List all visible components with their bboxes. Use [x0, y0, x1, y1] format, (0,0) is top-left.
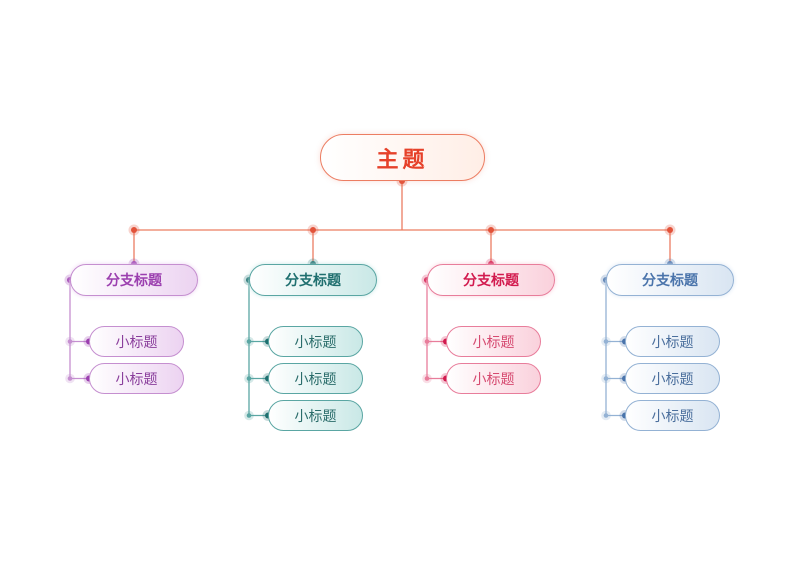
spine-tick-dot	[67, 376, 73, 381]
subtopic[interactable]: 小标题	[89, 326, 184, 357]
subtopic-label: 小标题	[651, 408, 694, 425]
subtopic[interactable]: 小标题	[446, 363, 541, 394]
subtopic-label: 小标题	[294, 371, 337, 388]
bus-junction-dot	[667, 227, 673, 233]
branch-topic[interactable]: 分支标题	[249, 264, 377, 296]
root-topic[interactable]: 主题	[320, 134, 485, 181]
subtopic[interactable]: 小标题	[268, 326, 363, 357]
branch-topic[interactable]: 分支标题	[427, 264, 555, 296]
spine-tick-dot	[424, 376, 430, 381]
branch-topic[interactable]: 分支标题	[70, 264, 198, 296]
subtopic[interactable]: 小标题	[625, 400, 720, 431]
spine-tick-dot	[246, 376, 252, 381]
subtopic[interactable]: 小标题	[268, 363, 363, 394]
spine-tick-dot	[603, 376, 609, 381]
spine-tick-dot	[603, 339, 609, 344]
subtopic-label: 小标题	[472, 371, 515, 388]
branch-topic[interactable]: 分支标题	[606, 264, 734, 296]
subtopic[interactable]: 小标题	[625, 363, 720, 394]
root-topic-label: 主题	[376, 147, 429, 173]
subtopic[interactable]: 小标题	[446, 326, 541, 357]
subtopic-label: 小标题	[294, 408, 337, 425]
spine-tick-dot	[603, 413, 609, 418]
subtopic-label: 小标题	[115, 334, 158, 351]
branch-topic-label: 分支标题	[642, 273, 698, 289]
bus-junction-dot	[488, 227, 494, 233]
spine-tick-dot	[67, 339, 73, 344]
subtopic-label: 小标题	[472, 334, 515, 351]
spine-tick-dot	[424, 339, 430, 344]
branch-topic-label: 分支标题	[285, 273, 341, 289]
subtopic[interactable]: 小标题	[625, 326, 720, 357]
subtopic-label: 小标题	[651, 334, 694, 351]
subtopic[interactable]: 小标题	[268, 400, 363, 431]
branch-topic-label: 分支标题	[463, 273, 519, 289]
subtopic[interactable]: 小标题	[89, 363, 184, 394]
branch-topic-label: 分支标题	[106, 273, 162, 289]
spine-tick-dot	[246, 413, 252, 418]
spine-tick-dot	[246, 339, 252, 344]
bus-junction-dot	[310, 227, 316, 233]
subtopic-label: 小标题	[651, 371, 694, 388]
subtopic-label: 小标题	[115, 371, 158, 388]
bus-junction-dot	[131, 227, 137, 233]
subtopic-label: 小标题	[294, 334, 337, 351]
